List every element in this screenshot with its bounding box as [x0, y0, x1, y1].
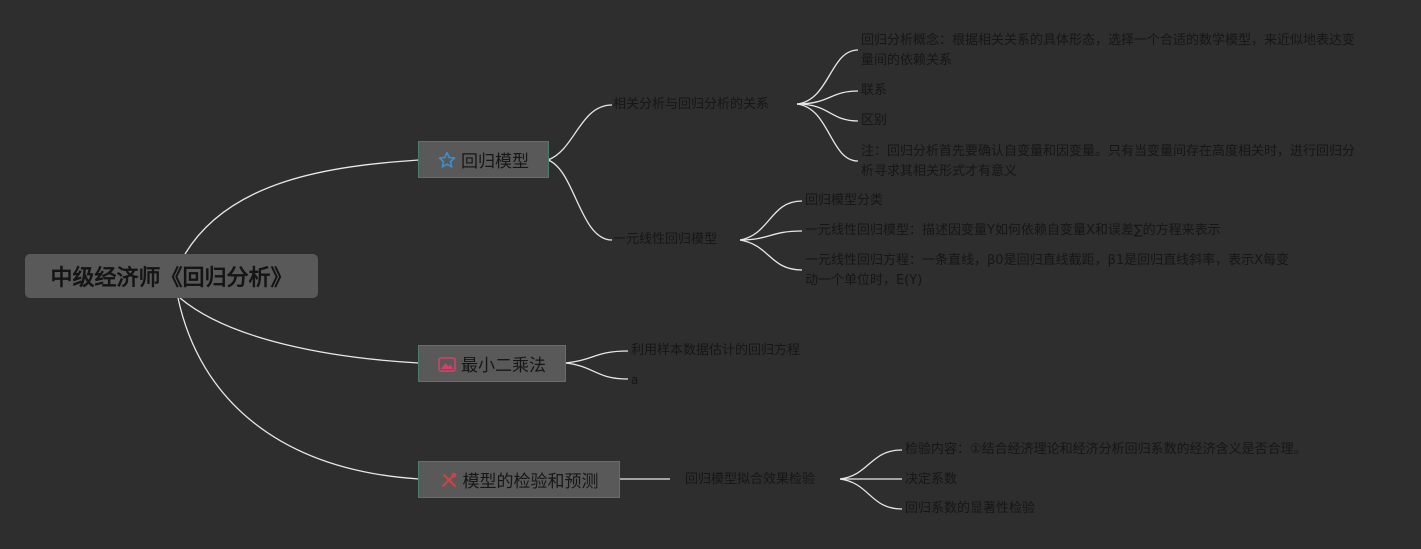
link-b0-s1 — [547, 159, 613, 241]
link-root-b2 — [177, 297, 420, 480]
topic-model-testing-prediction[interactable]: 模型的检验和预测 — [418, 461, 620, 498]
subtopic-correlation-vs-regression[interactable]: 相关分析与回归分析的关系 — [613, 97, 770, 112]
leaf-significance-test[interactable]: 回归系数的显著性检验 — [905, 501, 1036, 516]
leaf-model-classification[interactable]: 回归模型分类 — [805, 193, 884, 208]
topic-label: 回归模型 — [461, 152, 529, 172]
link-b0-s0 — [547, 104, 613, 161]
link-b1-l1 — [564, 362, 629, 380]
link-s1-l1 — [739, 230, 803, 241]
link-s2-l2 — [839, 478, 903, 510]
leaf-linear-equation[interactable]: 一元线性回归方程：一条直线，β0是回归直线截距，β1是回归直线斜率，表示X每变动… — [805, 253, 1290, 288]
tools-icon — [440, 471, 458, 489]
topic-label: 模型的检验和预测 — [462, 472, 599, 492]
topic-regression-model[interactable]: 回归模型 — [418, 141, 549, 178]
root-topic[interactable]: 中级经济师《回归分析》 — [25, 254, 318, 298]
link-root-b0 — [184, 159, 420, 255]
subtopic-simple-linear-model[interactable]: 一元线性回归模型 — [613, 232, 718, 247]
link-s0-l2 — [796, 103, 859, 122]
leaf-regression-concept[interactable]: 回归分析概念：根据相关关系的具体形态，选择一个合适的数学模型，来近似地表达变量间… — [861, 33, 1356, 68]
leaf-linear-model-definition[interactable]: 一元线性回归模型：描述因变量Y如何依赖自变量X和误差∑的方程来表示 — [805, 223, 1221, 238]
star-icon — [438, 151, 456, 169]
leaf-test-content[interactable]: 检验内容：①结合经济理论和经济分析回归系数的经济含义是否合理。 — [905, 442, 1307, 457]
leaf-a[interactable]: a — [631, 373, 639, 387]
link-s0-l3 — [796, 103, 859, 162]
leaf-connection[interactable]: 联系 — [861, 83, 888, 98]
topic-least-squares[interactable]: 最小二乘法 — [418, 345, 566, 382]
leaf-coefficient-of-determination[interactable]: 决定系数 — [905, 472, 958, 487]
mountain-icon — [438, 355, 456, 373]
link-s1-l2 — [739, 239, 803, 271]
topic-label: 最小二乘法 — [461, 356, 546, 376]
link-root-b1 — [179, 297, 420, 364]
leaf-difference[interactable]: 区别 — [861, 113, 888, 128]
subtopic-fit-test[interactable]: 回归模型拟合效果检验 — [685, 472, 816, 487]
link-s1-l0 — [739, 200, 803, 241]
link-s2-l0 — [839, 449, 903, 480]
link-s0-l0 — [796, 49, 859, 105]
leaf-note[interactable]: 注：回归分析首先要确认自变量和因变量。只有当变量间存在高度相关时，进行回归分析寻… — [861, 144, 1356, 179]
leaf-sample-estimation[interactable]: 利用样本数据估计的回归方程 — [631, 343, 801, 358]
link-b1-l0 — [564, 350, 629, 364]
link-s0-l1 — [796, 90, 859, 105]
